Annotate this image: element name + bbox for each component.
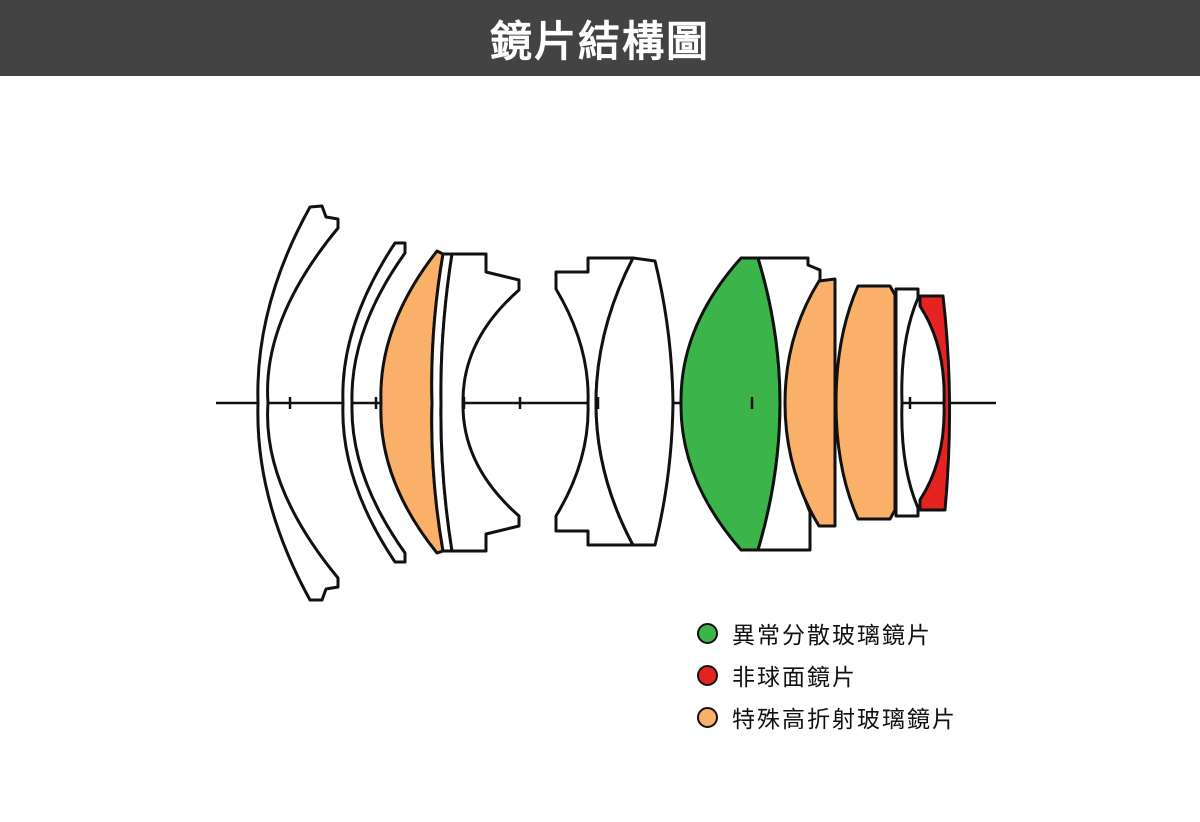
legend-label: 非球面鏡片: [732, 665, 857, 691]
red-dot-icon: [697, 664, 718, 686]
legend-item-aspherical: 非球面鏡片: [697, 654, 957, 696]
lens-element-8: [679, 256, 782, 552]
legend-item-high-refraction: 特殊高折射玻璃鏡片: [697, 696, 957, 738]
lens-element-7: [594, 256, 675, 547]
lens-element-1: [256, 204, 340, 602]
legend-label: 異常分散玻璃鏡片: [732, 623, 932, 649]
lens-element-2: [341, 241, 407, 564]
lens-element-10: [783, 277, 837, 528]
title-bar: 鏡片結構圖: [0, 0, 1200, 76]
lens-element-13: [918, 294, 952, 512]
legend: 異常分散玻璃鏡片 非球面鏡片 特殊高折射玻璃鏡片: [697, 612, 957, 738]
legend-item-ed-glass: 異常分散玻璃鏡片: [697, 612, 957, 654]
legend-label: 特殊高折射玻璃鏡片: [732, 707, 957, 733]
lens-element-11: [834, 284, 897, 521]
page-title: 鏡片結構圖: [489, 16, 710, 66]
orange-dot-icon: [697, 706, 718, 728]
lens-element-12: [894, 287, 920, 518]
green-dot-icon: [697, 622, 718, 644]
lens-element-5: [439, 252, 521, 553]
